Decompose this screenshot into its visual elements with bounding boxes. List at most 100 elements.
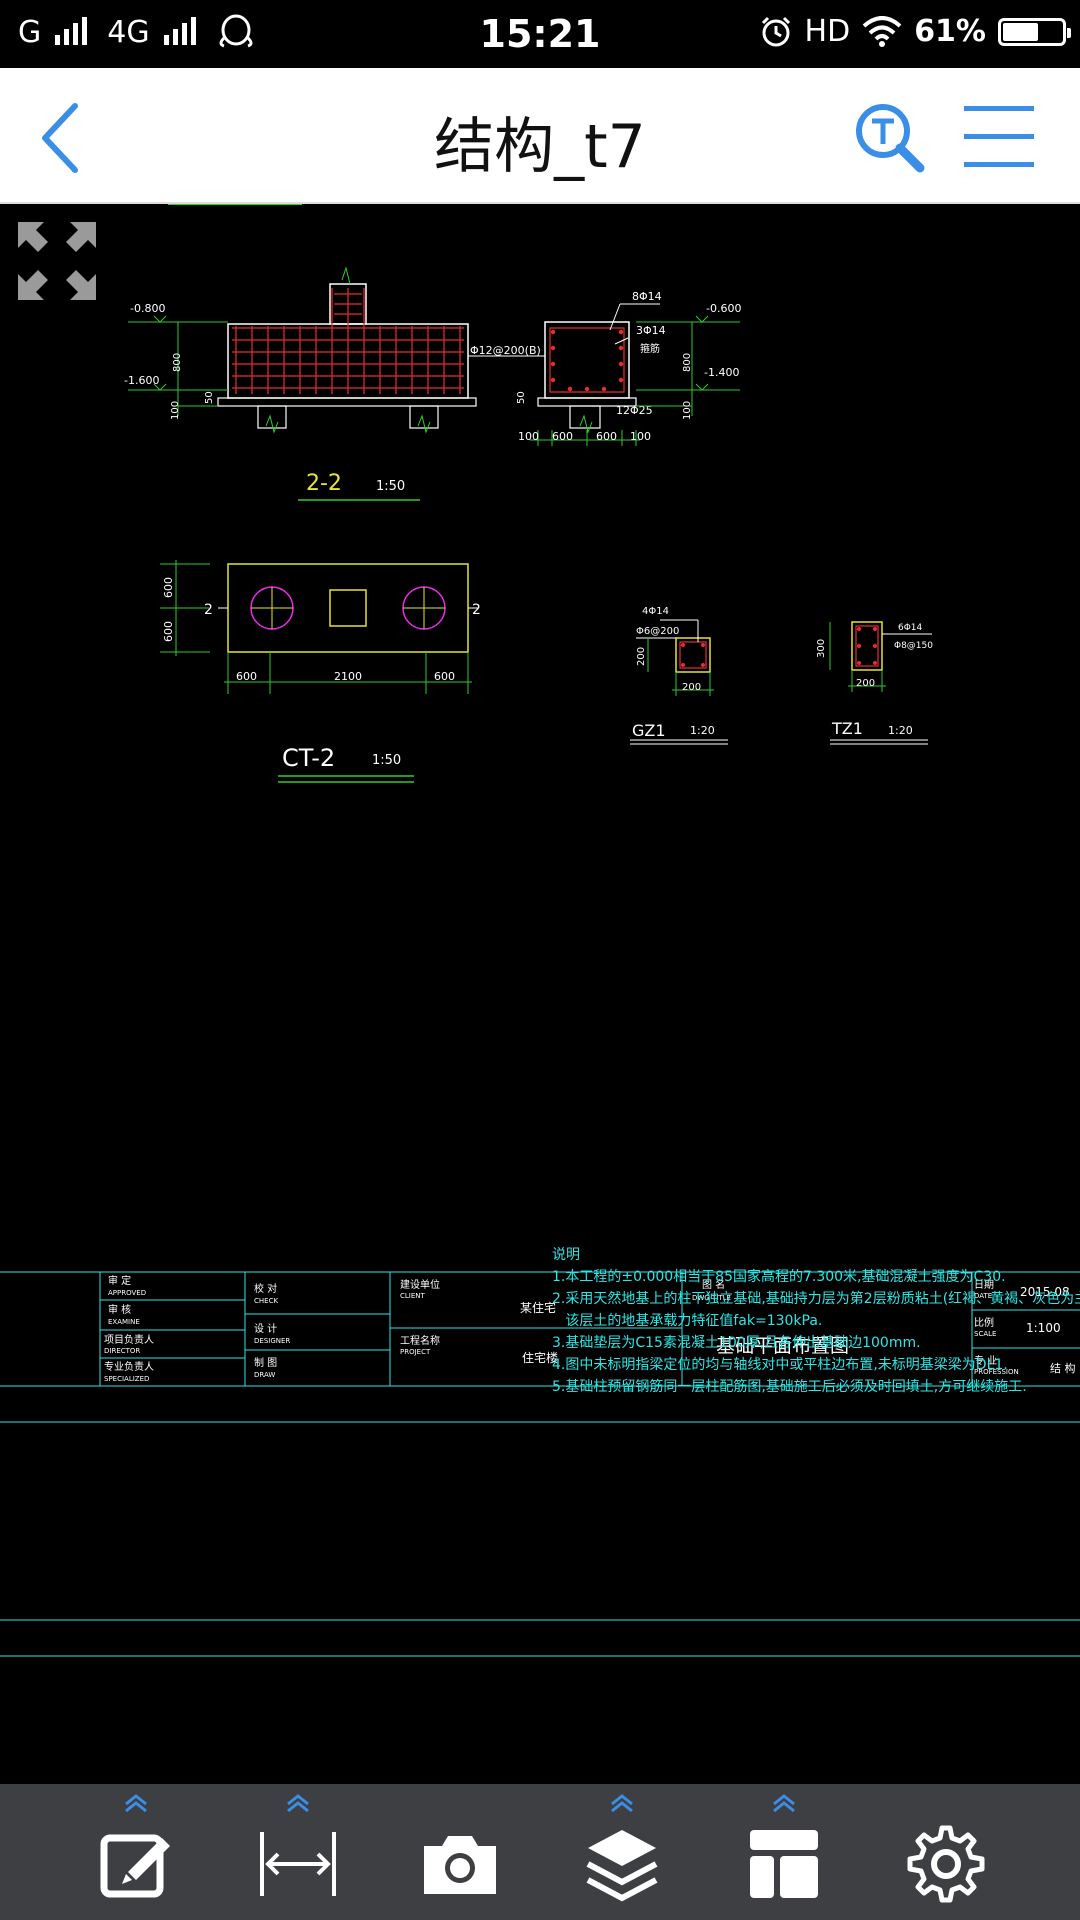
signal-icon-2: [163, 17, 196, 45]
tb-client: 建设单位: [400, 1278, 440, 1291]
section-2-2-scale: 1:50: [376, 479, 405, 494]
status-left: G 4G: [18, 14, 256, 50]
elev-right-top: -0.600: [706, 302, 741, 315]
gz1-dim-side: 200: [636, 647, 647, 666]
tb-client-value: 某住宅: [520, 1300, 556, 1315]
tb-scale: 比例: [974, 1316, 994, 1329]
ct2-scale: 1:50: [372, 753, 401, 768]
rebar-side-label-2: 箍筋: [640, 342, 660, 355]
notes-title: 说明: [552, 1247, 580, 1263]
network-label: 4G: [107, 14, 150, 50]
tb-date-value: 2015.08: [1020, 1285, 1070, 1299]
tb-scale-en: SCALE: [974, 1330, 996, 1338]
gz1-scale: 1:20: [690, 724, 715, 737]
cad-drawing: -0.800 -1.600 800 100 50 Φ12@200(B) 8Φ14…: [0, 204, 1080, 1657]
tz1-detail: 6Φ14 Φ8@150 300 200: [816, 621, 933, 692]
tz1-rebar-1: 6Φ14: [898, 623, 923, 633]
gz1-rebar-2: Φ6@200: [636, 626, 679, 637]
tb-profession-en: PROFESSION: [974, 1368, 1019, 1376]
tb-client-en: CLIENT: [400, 1292, 426, 1300]
tz1-scale: 1:20: [888, 724, 913, 737]
dim-800-right: 800: [682, 353, 693, 372]
tb-examine: 审 核: [108, 1303, 131, 1316]
tb-dwg-title: 图 名: [702, 1278, 725, 1291]
section-2-2-left: -0.800 -1.600 800 100 50 Φ12@200(B): [124, 266, 545, 434]
fullscreen-button[interactable]: [14, 218, 100, 304]
ct2-label: CT-2: [282, 744, 335, 772]
section-2-2-right: 8Φ14 3Φ14 箍筋 12Φ25 -0.600 -1.400 800 100…: [516, 290, 741, 446]
ct2-dim-bottom-0: 600: [236, 670, 257, 683]
dim-bottom-2: 600: [596, 430, 617, 443]
ct2-plan: 2 2 600 600 600 2100 600: [160, 560, 481, 694]
back-button[interactable]: [30, 98, 100, 178]
dim-100-left: 100: [170, 401, 181, 420]
carrier-label: G: [18, 14, 42, 50]
notes-line: 3.基础垫层为C15素混凝土100厚,且各伸出基础边100mm.: [552, 1335, 921, 1351]
status-bar: G 4G 15:21 HD 61%: [0, 0, 1080, 68]
chevron-up-icon: [125, 1794, 147, 1813]
page-title: 结构_t7: [434, 112, 646, 182]
elev-left-top: -0.800: [130, 302, 165, 315]
settings-tool-button[interactable]: [876, 1784, 1016, 1920]
layers-tool-button[interactable]: [552, 1784, 692, 1920]
layout-tool-button[interactable]: [714, 1784, 854, 1920]
tb-check-en: CHECK: [254, 1297, 278, 1305]
elev-left-bottom: -1.600: [124, 374, 159, 387]
chevron-up-icon: [611, 1794, 633, 1813]
dim-bottom-1: 600: [552, 430, 573, 443]
bottom-toolbar: [0, 1784, 1080, 1920]
battery-percent: 61%: [914, 14, 986, 49]
ct2-dim-left-0: 600: [162, 577, 175, 598]
notes-line: 5.基础柱预留钢筋同一层柱配筋图,基础施工后必须及时回填土,方可继续施工.: [552, 1379, 1027, 1395]
section-2-2-label: 2-2: [306, 471, 342, 496]
ct2-dim-left-1: 600: [162, 621, 175, 642]
title-block: [0, 1271, 1080, 1657]
tb-profession: 专 业: [974, 1354, 997, 1367]
dim-bottom-3: 100: [630, 430, 651, 443]
notes-line: 4.图中未标明指梁定位的均与轴线对中或平柱边布置,未标明基梁梁为DL1.: [552, 1357, 1008, 1373]
clock: 15:21: [479, 12, 601, 56]
tb-specialized-en: SPECIALIZED: [104, 1375, 149, 1383]
gz1-label: GZ1: [632, 721, 666, 740]
notes-line: 2.采用天然地基上的柱下独立基础,基础持力层为第2层粉质粘土(红褐、黄褐、灰色为…: [552, 1291, 1080, 1307]
expand-arrows-icon: [18, 222, 96, 300]
tb-project: 工程名称: [400, 1334, 440, 1347]
tb-date-en: DATE: [974, 1292, 992, 1300]
notes-line: 1.本工程的±0.000相当于85国家高程的7.300米,基础混凝土强度为C30…: [552, 1269, 1006, 1285]
tb-director: 项目负责人: [104, 1333, 154, 1346]
tb-designer-en: DESIGNER: [254, 1337, 290, 1345]
tb-dwg-title-en: DWG TITLE: [692, 1294, 731, 1302]
edit-icon: [100, 1834, 170, 1898]
gz1-dim-bottom: 200: [682, 682, 701, 693]
tb-approved: 审 定: [108, 1274, 131, 1287]
tb-examine-en: EXAMINE: [108, 1318, 140, 1326]
tb-check: 校 对: [254, 1282, 277, 1295]
tb-designer: 设 计: [254, 1322, 277, 1335]
elev-right-mid: -1.400: [704, 366, 739, 379]
tb-scale-value: 1:100: [1026, 1321, 1061, 1335]
camera-icon: [424, 1836, 496, 1894]
design-notes: 说明 1.本工程的±0.000相当于85国家高程的7.300米,基础混凝土强度为…: [552, 1244, 1080, 1398]
rebar-main-label: Φ12@200(B): [470, 344, 541, 357]
measure-tool-button[interactable]: [228, 1784, 368, 1920]
hamburger-menu-icon: [964, 106, 1034, 167]
chevron-left-icon: [42, 103, 78, 173]
layout-icon: [750, 1830, 818, 1898]
tz1-dim-bottom: 200: [856, 678, 875, 689]
chevron-up-icon: [773, 1794, 795, 1813]
dim-800-left: 800: [172, 353, 183, 372]
tb-project-value: 住宅楼: [522, 1350, 558, 1365]
dim-100-right: 100: [682, 401, 693, 420]
tb-director-en: DIRECTOR: [104, 1347, 140, 1355]
camera-tool-button[interactable]: [390, 1784, 530, 1920]
tb-date: 日期: [974, 1279, 994, 1291]
hd-label: HD: [804, 14, 851, 49]
drawing-canvas[interactable]: -0.800 -1.600 800 100 50 Φ12@200(B) 8Φ14…: [0, 204, 1080, 1784]
text-search-button[interactable]: [850, 98, 930, 178]
wifi-icon: [862, 15, 902, 47]
edit-tool-button[interactable]: [66, 1784, 206, 1920]
gear-icon: [907, 1825, 985, 1903]
menu-button[interactable]: [962, 104, 1036, 170]
tb-draw-en: DRAW: [254, 1371, 275, 1379]
tb-project-en: PROJECT: [400, 1348, 431, 1356]
